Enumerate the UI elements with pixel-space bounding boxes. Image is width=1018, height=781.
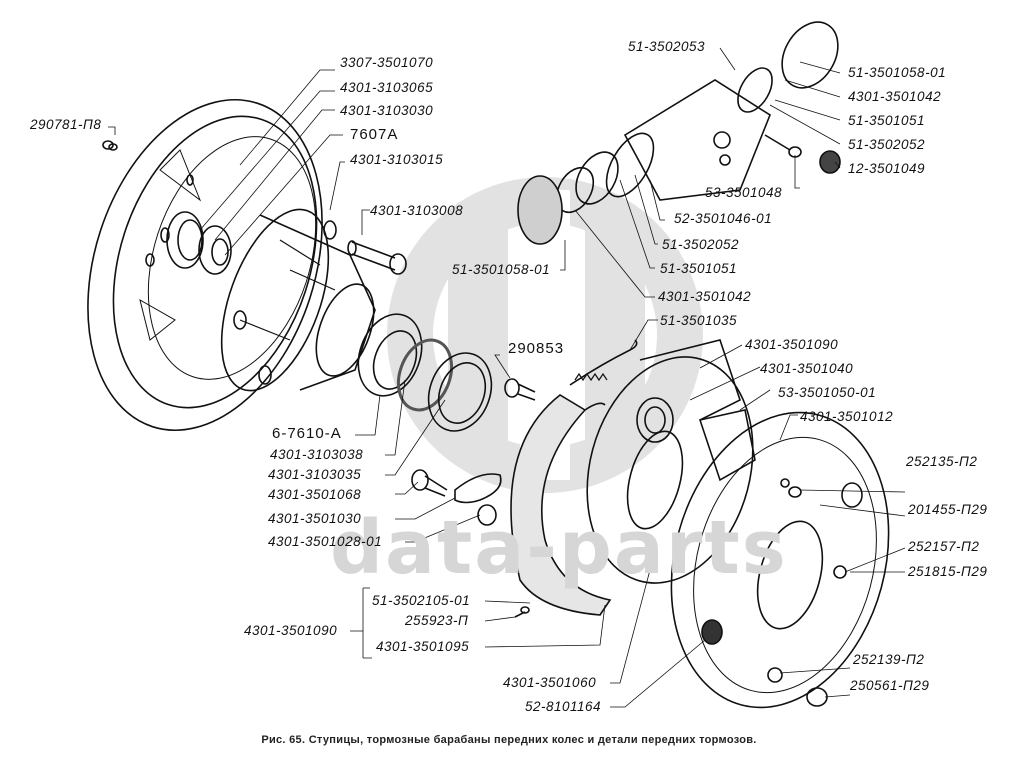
part-label: 4301-3103038 [270,447,364,462]
inner-bearing [166,211,232,275]
part-label: 4301-3501090 [745,337,839,352]
watermark-text: data-parts [330,505,788,591]
part-label: 52-8101164 [525,699,602,714]
part-label: 252139-П2 [853,652,925,667]
part-label: 53-3501048 [705,185,783,200]
part-label: 251815-П29 [908,564,988,579]
return-spring [569,339,638,386]
part-label: 53-3501050-01 [778,385,877,400]
part-label: 252157-П2 [908,539,980,554]
bolt-290853 [504,378,536,401]
part-label: 6-7610-А [272,425,342,442]
part-label: 51-3501058-01 [452,262,551,277]
wheel-cylinder [517,21,841,245]
rivet-255923 [514,606,530,618]
part-label: 290853 [508,340,565,357]
part-label: 4301-3103035 [268,467,362,482]
part-label: 51-3501051 [848,113,926,128]
part-label: 4301-3501095 [376,639,470,654]
part-label: 51-3502053 [628,39,706,54]
part-label: 201455-П29 [908,502,988,517]
brake-shoe [510,394,612,616]
part-label: 7607А [350,126,399,143]
part-label: 4301-3501042 [848,89,942,104]
plate-4301-3501030 [454,473,502,504]
part-label: 51-3502105-01 [372,593,471,608]
bolt-290781 [102,140,118,151]
leader-lines [108,47,906,708]
part-label: 51-3502052 [662,237,740,252]
part-label: 51-3501058-01 [848,65,947,80]
outer-bearing [357,313,493,432]
part-label: 290781-П8 [30,117,102,132]
brake-drum [87,98,323,432]
wheel-hub [220,208,376,392]
brake-carrier [586,339,756,584]
part-label: 3307-3501070 [340,55,434,70]
part-label: 4301-3501060 [503,675,597,690]
part-label: 51-3501051 [660,261,738,276]
part-label: 4301-3501090 [244,623,338,638]
part-label: 52-3501046-01 [674,211,773,226]
part-label: 4301-3501068 [268,487,362,502]
part-label: 4301-3103008 [370,203,464,218]
part-label: 4301-3103030 [340,103,434,118]
part-label: 4301-3501040 [760,361,854,376]
part-label: 51-3502052 [848,137,926,152]
bolt-4301-3501068 [411,469,448,497]
part-label: 252135-П2 [906,454,978,469]
part-label: 4301-3103065 [340,80,434,95]
part-label: 250561-П29 [850,678,930,693]
part-label: 12-3501049 [848,161,926,176]
part-label: 4301-3501028-01 [268,534,383,549]
wheel-stud [347,240,407,275]
part-label: 4301-3501042 [658,289,752,304]
bushing-4301-3501028 [477,504,497,526]
part-label: 51-3501035 [660,313,738,328]
part-label: 4301-3501012 [800,409,894,424]
part-label: 255923-П [405,613,469,628]
figure-caption: Рис. 65. Ступицы, тормозные барабаны пер… [261,734,757,746]
part-label: 4301-3501030 [268,511,362,526]
part-label: 4301-3103015 [350,152,444,167]
